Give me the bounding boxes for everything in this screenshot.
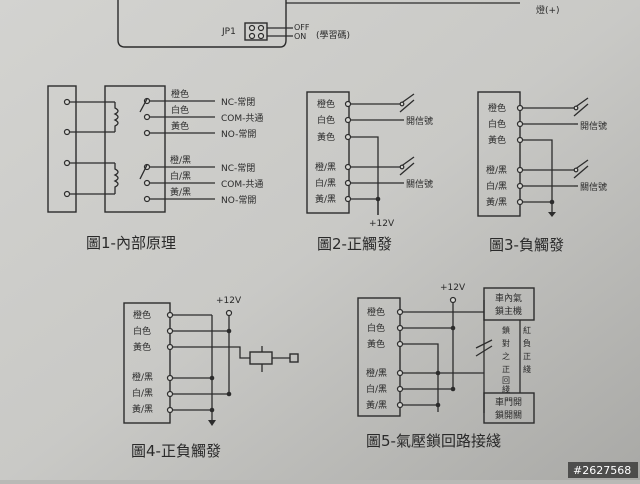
fig5-lock-host-box xyxy=(483,287,535,321)
fig2-wire-yellow-black: 黃/黑 xyxy=(315,193,336,205)
fig3-wire-orange-black: 橙/黑 xyxy=(486,164,507,176)
fig3-wire-yellow: 黃色 xyxy=(488,134,506,146)
fig4-wire-orange: 橙色 xyxy=(133,309,151,321)
fig2-signal-switch-2 xyxy=(399,156,415,176)
figure-5-air-lock-circuit: 橙色 白色 黃色 橙/黑 白/黑 黃/黑 +12V 車內氣 鎖主機 車門開 鎖開… xyxy=(357,283,535,450)
fig2-12v-label: +12V xyxy=(369,219,395,229)
fig1-wire-white-black: 白/黑 xyxy=(170,170,191,182)
jp1-off-label: OFF xyxy=(294,23,310,32)
fig1-no-label-1: NO-常開 xyxy=(221,128,256,140)
fig3-signal-switch-1 xyxy=(573,97,589,117)
fig5-cut-switch xyxy=(475,339,493,357)
fig1-com-label-1: COM-共通 xyxy=(221,113,263,124)
fig4-module-box xyxy=(123,302,171,424)
fig5-wire-white: 白色 xyxy=(367,322,385,334)
fig5-lock-text-1: 對 xyxy=(502,338,510,348)
fig5-wire-white-black: 白/黑 xyxy=(366,383,387,395)
fig5-wire-orange: 橙色 xyxy=(367,306,385,318)
fig4-wire-yellow: 黃色 xyxy=(133,341,151,353)
fig2-open-signal: 開信號 xyxy=(406,115,433,127)
watermark-id: #2627568 xyxy=(573,464,631,477)
fig3-module-box xyxy=(477,91,521,217)
fig1-com-label-2: COM-共通 xyxy=(221,179,263,190)
fig3-caption: 圖3-負觸發 xyxy=(489,236,564,254)
fig1-wire-orange-black: 橙/黑 xyxy=(170,154,191,166)
fig1-nc-label-2: NC-常閉 xyxy=(221,162,255,174)
fig5-door-line1: 車門開 xyxy=(495,396,522,408)
jp1-on-label: ON xyxy=(294,32,306,41)
fig2-caption: 圖2-正觸發 xyxy=(317,235,392,253)
figure-4-positive-negative-trigger: 橙色 白色 黃色 橙/黑 白/黑 黃/黑 +12V 圖4-正負觸發 xyxy=(123,296,299,460)
fig3-ground-arrow xyxy=(548,212,556,217)
figure-3-negative-trigger: 橙色 白色 黃色 橙/黑 白/黑 黃/黑 開信號 關信號 圖3-負觸發 xyxy=(477,91,607,254)
fig5-wire-orange-black: 橙/黑 xyxy=(366,367,387,379)
fig5-lock-text-0: 鎖 xyxy=(502,325,510,335)
fig1-wire-yellow-black: 黃/黑 xyxy=(170,186,191,198)
fig4-wire-white: 白色 xyxy=(133,325,151,337)
fig2-wire-white-black: 白/黑 xyxy=(315,177,336,189)
fig5-door-switch-box xyxy=(483,392,535,424)
fig5-red-text-2: 正 xyxy=(523,352,531,361)
fig5-12v-label: +12V xyxy=(440,283,466,293)
fig1-wire-orange: 橙色 xyxy=(171,88,189,100)
light-plus-label: 燈(+) xyxy=(536,4,560,16)
jp1-module: JP1 OFF ON (學習碼) 燈(+) xyxy=(117,0,560,48)
fig3-open-signal: 開信號 xyxy=(580,120,607,132)
fig4-actuator-motor xyxy=(249,346,299,372)
fig3-wire-white-black: 白/黑 xyxy=(486,180,507,192)
fig5-host-line1: 車內氣 xyxy=(495,292,522,304)
fig3-wire-yellow-black: 黃/黑 xyxy=(486,196,507,208)
jp1-label: JP1 xyxy=(221,27,236,37)
fig5-host-line2: 鎖主機 xyxy=(495,305,522,317)
jp1-jumper xyxy=(244,22,268,41)
fig5-lock-text-2: 之 xyxy=(502,351,510,361)
fig1-caption: 圖1-內部原理 xyxy=(86,234,176,252)
fig1-left-block xyxy=(47,85,77,213)
fig5-caption: 圖5-氣壓鎖回路接綫 xyxy=(366,432,501,450)
fig5-door-line2: 鎖開關 xyxy=(495,409,522,421)
fig2-wire-white: 白色 xyxy=(317,114,335,126)
fig2-module-box xyxy=(306,91,350,214)
fig1-no-label-2: NO-常開 xyxy=(221,194,256,206)
learn-code-label: (學習碼) xyxy=(316,29,350,41)
fig1-relay-block xyxy=(104,85,166,213)
fig1-wire-white: 白色 xyxy=(171,104,189,116)
fig4-ground-arrow xyxy=(208,420,216,426)
fig5-wire-yellow-black: 黃/黑 xyxy=(366,399,387,411)
fig3-close-signal: 關信號 xyxy=(580,181,607,193)
figure-1-internal-principle: 橙色 白色 黃色 橙/黑 白/黑 黃/黑 NC-常閉 COM-共通 NO-常開 … xyxy=(47,85,263,252)
fig5-wire-yellow: 黃色 xyxy=(367,338,385,350)
fig3-signal-switch-2 xyxy=(573,159,589,179)
fig4-caption: 圖4-正負觸發 xyxy=(131,442,221,460)
fig1-nc-label-1: NC-常閉 xyxy=(221,96,255,108)
fig5-lock-text-3: 正 xyxy=(502,365,510,374)
fig4-wire-white-black: 白/黑 xyxy=(132,387,153,399)
fig4-wire-orange-black: 橙/黑 xyxy=(132,371,153,383)
fig4-wire-yellow-black: 黃/黑 xyxy=(132,403,153,415)
fig3-wire-white: 白色 xyxy=(488,118,506,130)
fig3-wire-orange: 橙色 xyxy=(488,102,506,114)
figure-2-positive-trigger: 橙色 白色 黃色 橙/黑 白/黑 黃/黑 +12V 開信號 關信號 圖2-正觸發 xyxy=(306,91,433,253)
watermark-bg xyxy=(568,462,638,478)
fig2-wire-orange: 橙色 xyxy=(317,98,335,110)
fig2-signal-switch-1 xyxy=(399,93,415,113)
fig2-close-signal: 關信號 xyxy=(406,178,433,190)
fig5-red-text-3: 綫 xyxy=(523,364,531,374)
fig1-wire-yellow: 黃色 xyxy=(171,120,189,132)
fig2-wire-orange-black: 橙/黑 xyxy=(315,161,336,173)
fig5-red-text-1: 負 xyxy=(523,338,531,348)
fig4-12v-label: +12V xyxy=(216,296,242,306)
fig5-red-text-0: 紅 xyxy=(523,325,531,335)
fig5-module-box xyxy=(357,297,401,417)
fig5-lock-text-4: 回 xyxy=(502,376,510,385)
fig5-lock-text-5: 綫 xyxy=(502,384,510,394)
fig2-wire-yellow: 黃色 xyxy=(317,131,335,143)
